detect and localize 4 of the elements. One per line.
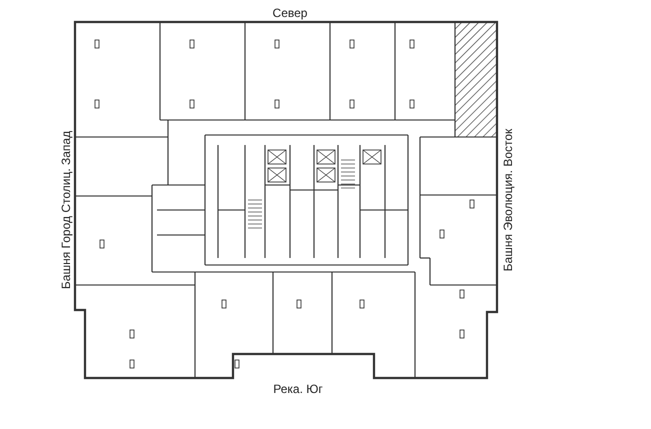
direction-label: Башня Эволюция. Восток: [501, 128, 515, 272]
direction-label: Башня Город Столиц. Запад: [59, 130, 73, 290]
direction-label: Река. Юг: [273, 382, 323, 396]
direction-label: Север: [272, 6, 308, 20]
